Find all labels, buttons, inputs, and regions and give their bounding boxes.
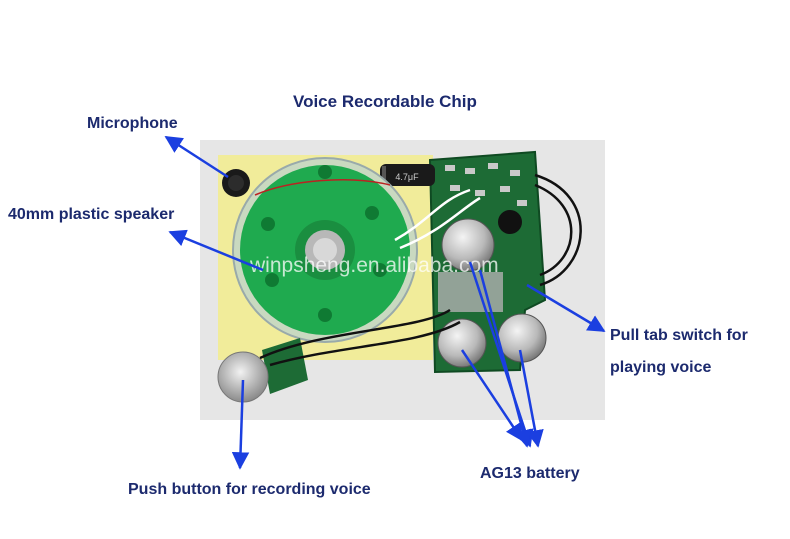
pcb-components [445, 163, 527, 206]
arrow-battery-3 [518, 349, 544, 448]
label-battery: AG13 battery [480, 465, 580, 482]
battery-top [441, 218, 495, 272]
label-microphone: Microphone [87, 115, 178, 132]
label-speaker: 40mm plastic speaker [8, 206, 175, 223]
battery-left [437, 318, 487, 368]
arrow-speaker [168, 229, 264, 272]
battery-clip [438, 272, 503, 312]
label-push-button: Push button for recording voice [128, 481, 371, 498]
watermark: winpsheng.en.alibaba.com [249, 254, 499, 277]
capacitor: 4.7μF [380, 164, 435, 186]
arrow-push-button [231, 379, 250, 470]
label-pull-tab-line1: Pull tab switch for [610, 327, 748, 344]
chip-blob [498, 210, 522, 234]
speaker [232, 157, 418, 343]
page-title: Voice Recordable Chip [293, 92, 477, 111]
arrow-pull-tab [526, 283, 606, 333]
label-pull-tab-line2: playing voice [610, 359, 712, 376]
annotation-arrows [164, 135, 606, 470]
arrow-battery-4 [478, 269, 532, 448]
arrow-battery-2 [460, 349, 524, 442]
capacitor-marking: 4.7μF [395, 172, 419, 182]
wires [254, 173, 582, 367]
arrow-microphone [164, 135, 229, 179]
